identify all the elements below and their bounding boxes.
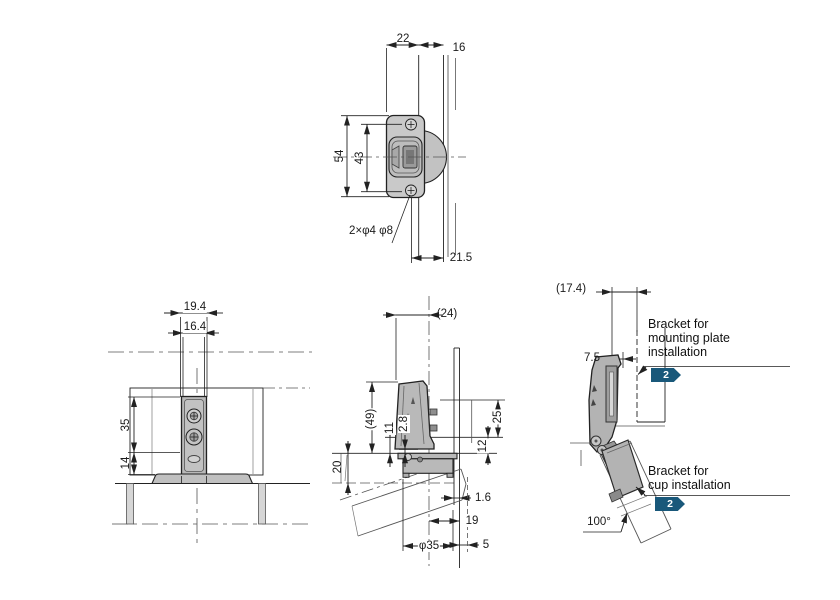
dim-16-4: 16.4 (182, 321, 208, 333)
dim-21-5: 21.5 (449, 252, 473, 264)
hinge-side-view (332, 296, 505, 568)
dim-19: 19 (464, 515, 480, 527)
note-cup-bracket: Bracket for cup installation (648, 464, 731, 492)
mounting-plate-front-view (333, 42, 466, 263)
dim-14: 14 (120, 456, 132, 470)
dim-1-6: 1.6 (475, 492, 491, 504)
hinge-front-view (108, 310, 312, 548)
dim-22: 22 (396, 33, 410, 45)
dim-phi35: φ35 (417, 540, 441, 552)
dim-35: 35 (120, 418, 132, 432)
dim-11: 11 (384, 421, 396, 435)
dim-24: (24) (436, 308, 458, 320)
dim-54: 54 (334, 149, 346, 163)
dim-angle-100: 100° (587, 516, 611, 528)
note-line: installation (648, 345, 708, 359)
dim-43: 43 (354, 151, 366, 165)
page-ref-badge-cup: 2 (655, 497, 685, 511)
page-ref-badge-mounting: 2 (651, 368, 681, 382)
note-line: mounting plate (648, 331, 731, 345)
dim-19-4: 19.4 (182, 301, 208, 313)
dim-12: 12 (477, 438, 489, 454)
hinge-open-view (570, 287, 790, 544)
note-line: cup installation (648, 478, 731, 492)
note-line: Bracket for (648, 464, 709, 478)
dim-49: (49) (365, 407, 377, 431)
dim-16: 16 (452, 42, 466, 54)
dim-20: 20 (332, 460, 344, 474)
dim-2-8: 2.8 (398, 415, 410, 433)
note-mounting-plate-bracket: Bracket for mounting plate installation (648, 317, 730, 359)
note-line: Bracket for (648, 317, 709, 331)
dim-7-5: 7.5 (584, 352, 600, 364)
dim-25: 25 (492, 409, 504, 425)
dim-5: 5 (482, 539, 490, 551)
dim-hole-note: 2×φ4 φ8 (348, 225, 394, 237)
dim-17-4: (17.4) (555, 283, 587, 295)
